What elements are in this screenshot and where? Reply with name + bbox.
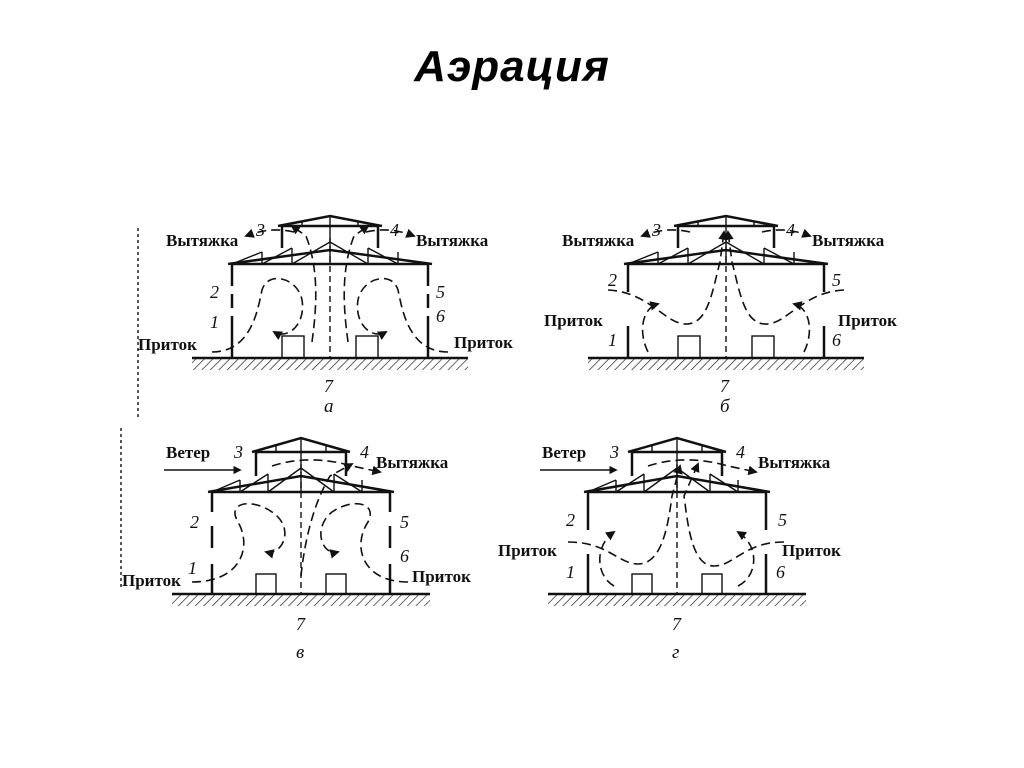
building-v [172, 436, 430, 606]
label-exhaust-right: Вытяжка [758, 453, 831, 472]
building-b [588, 214, 864, 370]
number-3: 3 [609, 442, 619, 462]
slide-title: Аэрация [414, 42, 610, 91]
number-6: 6 [436, 306, 445, 326]
number-4: 4 [360, 442, 369, 462]
airflow-a [211, 224, 449, 353]
panel-caption-v: в [296, 642, 304, 663]
number-4: 4 [736, 442, 745, 462]
label-exhaust-left: Вытяжка [166, 231, 239, 250]
number-2: 2 [566, 510, 575, 530]
building-a [192, 214, 468, 370]
label-supply-right: Приток [782, 541, 841, 560]
airflow-b [607, 228, 845, 353]
number-6: 6 [776, 562, 785, 582]
number-7: 7 [324, 376, 334, 396]
label-exhaust-right: Вытяжка [416, 231, 489, 250]
number-4: 4 [786, 220, 795, 240]
panel-v: Ветер Вытяжка Приток Приток 1 2 3 4 5 6 … [122, 436, 471, 663]
label-wind: Ветер [166, 443, 210, 462]
number-3: 3 [255, 220, 265, 240]
number-2: 2 [190, 512, 199, 532]
label-supply-left: Приток [138, 335, 197, 354]
number-1: 1 [188, 558, 197, 578]
number-4: 4 [390, 220, 399, 240]
number-1: 1 [608, 330, 617, 350]
label-wind: Ветер [542, 443, 586, 462]
panel-a: Вытяжка Вытяжка Приток Приток 1 2 3 4 5 … [138, 214, 513, 417]
panel-b: Вытяжка Вытяжка Приток Приток 1 2 3 4 5 … [544, 214, 897, 417]
number-5: 5 [778, 510, 787, 530]
number-6: 6 [832, 330, 841, 350]
label-exhaust-left: Вытяжка [562, 231, 635, 250]
number-1: 1 [210, 312, 219, 332]
number-6: 6 [400, 546, 409, 566]
label-supply-right: Приток [838, 311, 897, 330]
building-g [548, 436, 806, 606]
panel-caption-g: г [672, 642, 679, 663]
airflow-g [540, 459, 785, 587]
number-2: 2 [608, 270, 617, 290]
number-7: 7 [672, 614, 682, 634]
airflow-v [164, 459, 409, 583]
panel-g: Ветер Вытяжка Приток Приток 1 2 3 4 5 6 … [498, 436, 841, 663]
label-exhaust-right: Вытяжка [812, 231, 885, 250]
number-1: 1 [566, 562, 575, 582]
label-supply-left: Приток [122, 571, 181, 590]
number-5: 5 [832, 270, 841, 290]
number-5: 5 [400, 512, 409, 532]
number-2: 2 [210, 282, 219, 302]
label-supply-right: Приток [412, 567, 471, 586]
panel-caption-b: б [720, 396, 731, 417]
label-exhaust-right: Вытяжка [376, 453, 449, 472]
panel-caption-a: а [324, 396, 334, 417]
number-3: 3 [651, 220, 661, 240]
label-supply-left: Приток [498, 541, 557, 560]
number-5: 5 [436, 282, 445, 302]
number-7: 7 [720, 376, 730, 396]
label-supply-right: Приток [454, 333, 513, 352]
label-supply-left: Приток [544, 311, 603, 330]
number-3: 3 [233, 442, 243, 462]
number-7: 7 [296, 614, 306, 634]
